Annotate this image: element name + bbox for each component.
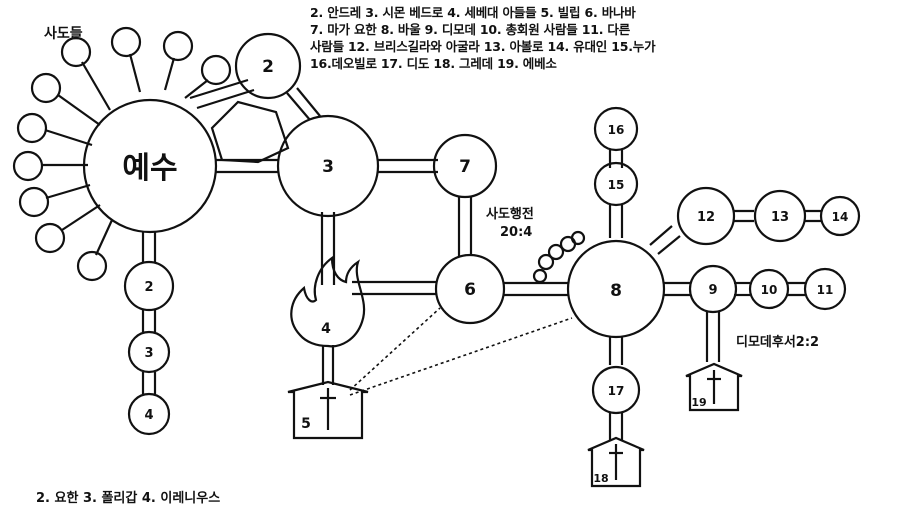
church-5-label: 5: [301, 416, 311, 432]
side-loop: [210, 100, 290, 164]
node-11: [803, 267, 847, 311]
node-8: [566, 239, 666, 339]
legend-line-2: 7. 마가 요한 8. 바울 9. 디모데 10. 총회원 사람들 11. 다른: [310, 22, 630, 37]
node-16: [593, 106, 639, 152]
acts-ref-line2: 20:4: [500, 225, 532, 240]
node-15-label: 15: [608, 178, 625, 192]
node-10: [748, 268, 790, 310]
node-9-label: 9: [708, 283, 717, 298]
node-2-top: [234, 32, 302, 100]
node-15: [593, 161, 639, 207]
church-5: [287, 380, 369, 440]
timothy-ref: 디모데후서2:2: [736, 334, 819, 350]
acts-companion-loops: [532, 230, 586, 284]
node-7: [432, 133, 498, 199]
node-16-label: 16: [608, 123, 625, 137]
labels: 사도들 예수 2 3 7 4 6 8 9 10 11 12 13 14 15 1…: [36, 26, 848, 506]
node-11-label: 11: [817, 283, 834, 297]
node-17-label: 17: [608, 384, 625, 398]
fire-icon: [290, 255, 366, 348]
node-12: [676, 186, 736, 246]
node-3-center-label: 3: [322, 157, 334, 177]
church-18: [587, 436, 645, 488]
connectors: [141, 78, 822, 440]
node-12-label: 12: [697, 210, 715, 225]
footer-legend: 2. 요한 3. 폴리갑 4. 이레니우스: [36, 490, 220, 506]
node-6-label: 6: [464, 280, 476, 300]
node-10-label: 10: [761, 283, 778, 297]
legend-line-4: 16.데오빌로 17. 디도 18. 그레데 19. 에베소: [310, 56, 557, 71]
node-jesus-label: 예수: [122, 151, 177, 186]
node-jesus: [82, 98, 218, 234]
chain-2-label: 2: [144, 280, 153, 295]
node-4-fire-label: 4: [321, 321, 331, 337]
apostle-petals: [12, 26, 232, 282]
chain-4-label: 4: [144, 408, 153, 423]
legend-line-1: 2. 안드레 3. 시몬 베드로 4. 세베대 아들들 5. 빌립 6. 바나바: [310, 5, 636, 20]
church-18-label: 18: [593, 472, 608, 485]
node-3-center: [276, 114, 380, 218]
chain-node-3: [127, 330, 171, 374]
node-14: [819, 195, 861, 237]
church-19: [685, 362, 743, 412]
node-9: [688, 264, 738, 314]
node-6: [434, 253, 506, 325]
chain-3-label: 3: [144, 346, 153, 361]
dashed-links: [349, 307, 573, 396]
node-8-label: 8: [610, 281, 622, 301]
chain-node-2: [123, 260, 175, 312]
node-17: [591, 365, 641, 415]
legend-line-3: 사람들 12. 브리스길라와 아굴라 13. 아볼로 14. 유대인 15.누가: [310, 39, 656, 54]
church-19-label: 19: [691, 396, 706, 409]
node-7-label: 7: [459, 157, 471, 177]
chain-node-4: [127, 392, 171, 436]
label-apostles: 사도들: [44, 26, 83, 42]
node-2-top-label: 2: [262, 57, 274, 77]
acts-ref-line1: 사도행전: [486, 206, 534, 222]
node-13: [753, 189, 807, 243]
node-14-label: 14: [832, 210, 849, 224]
node-13-label: 13: [771, 210, 789, 225]
